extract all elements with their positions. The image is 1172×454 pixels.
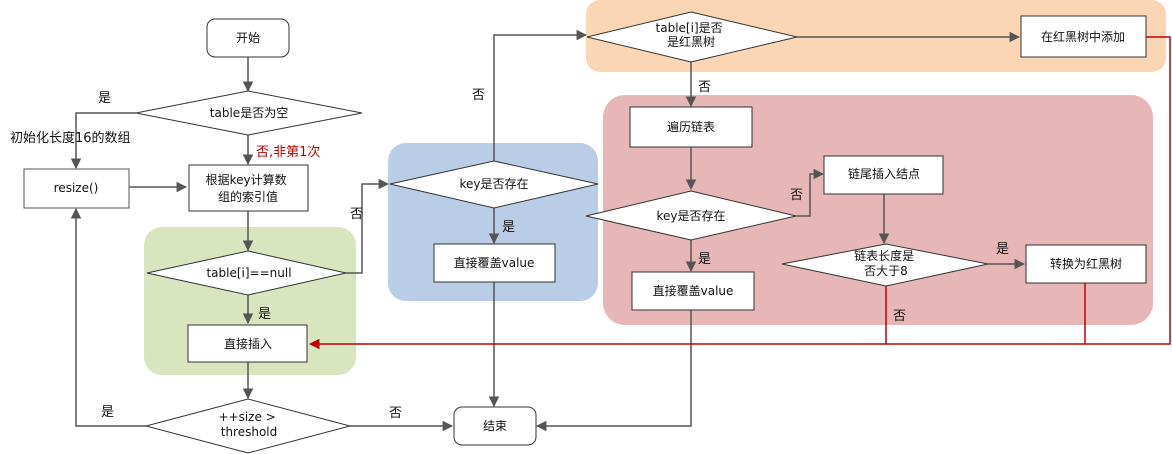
tail-insert-node: [823, 155, 944, 195]
edge-size-yes-to-resize: [70, 207, 146, 427]
resize-node: [23, 168, 130, 209]
is-rbtree-decision: [586, 11, 798, 63]
edge-rbtree-add-to-insert: [308, 36, 1171, 350]
overwrite-2-node: [631, 271, 755, 311]
is-rbtree-line-2: 是红黑树: [667, 34, 715, 49]
end-node: [453, 406, 537, 446]
label-rbtree-no: 否: [698, 80, 711, 95]
init-array-label: 初始化长度16的数组: [10, 130, 131, 146]
key-exists-1-label: key是否存在: [459, 177, 528, 191]
label-exists1-no: 否: [472, 88, 485, 103]
edge-exists1-no-to-rbtree-check: [493, 29, 588, 161]
table-empty-label: table是否为空: [210, 106, 288, 120]
tail-insert-label: 链尾插入结点: [848, 166, 920, 181]
rbtree-add-label: 在红黑树中添加: [1041, 29, 1125, 44]
key-exists-2-decision: [585, 190, 797, 241]
table-null-decision: [146, 250, 347, 296]
overwrite-1-node: [433, 243, 556, 283]
edge-empty-yes-to-resize: [70, 112, 136, 170]
direct-insert-label: 直接插入: [224, 336, 272, 351]
label-len-yes: 是: [996, 242, 1009, 257]
table-null-label: table[i]==null: [206, 266, 291, 280]
label-exists2-no: 否: [790, 188, 803, 203]
size-check-line-2: threshold: [221, 425, 278, 439]
end-label: 结束: [483, 419, 507, 433]
start-label: 开始: [236, 31, 260, 45]
compute-index-line-1: 根据key计算数: [206, 172, 287, 187]
start-node: [206, 18, 290, 58]
size-check-decision: [144, 398, 352, 454]
size-check-label: ++size > threshold: [218, 410, 279, 439]
list-length-decision: [781, 243, 989, 287]
traverse-list-node: [629, 106, 753, 148]
is-rbtree-line-1: table[i]是否: [656, 21, 723, 35]
key-exists-2-label: key是否存在: [656, 209, 725, 223]
label-empty-yes: 是: [98, 91, 111, 106]
label-null-no: 否: [350, 207, 363, 222]
edge-null-no-to-key-exists: [346, 178, 390, 274]
compute-index-label: 根据key计算数 组的索引值: [206, 172, 291, 204]
edge-exists2-no-to-tail-insert: [796, 168, 825, 217]
edge-overwrite2-to-end: [535, 310, 692, 432]
is-rbtree-label: table[i]是否 是红黑树: [656, 21, 727, 49]
traverse-list-label: 遍历链表: [667, 119, 715, 134]
label-null-yes: 是: [258, 307, 271, 322]
size-check-line-1: ++size >: [218, 410, 275, 424]
rbtree-add-node: [1020, 15, 1147, 58]
label-len-no: 否: [893, 309, 906, 324]
overwrite-1-label: 直接覆盖value: [454, 255, 535, 270]
label-exists1-yes: 是: [502, 220, 515, 235]
compute-index-node: [188, 164, 309, 212]
overwrite-2-label: 直接覆盖value: [653, 283, 734, 298]
list-length-line-1: 链表长度是: [854, 248, 914, 263]
label-size-no: 否: [389, 406, 402, 421]
direct-insert-node: [187, 324, 308, 363]
compute-index-line-2: 组的索引值: [218, 189, 278, 204]
key-exists-1-decision: [389, 160, 599, 209]
convert-rbtree-label: 转换为红黑树: [1050, 256, 1122, 271]
label-size-yes: 是: [101, 405, 114, 420]
label-empty-no: 否,非第1次: [256, 144, 320, 160]
list-length-label: 链表长度是 否大于8: [854, 248, 918, 278]
list-length-line-2: 否大于8: [864, 264, 908, 278]
table-empty-decision: [135, 90, 363, 136]
label-exists2-yes: 是: [698, 252, 711, 267]
resize-label: resize(): [54, 181, 99, 195]
convert-rbtree-node: [1025, 244, 1147, 284]
